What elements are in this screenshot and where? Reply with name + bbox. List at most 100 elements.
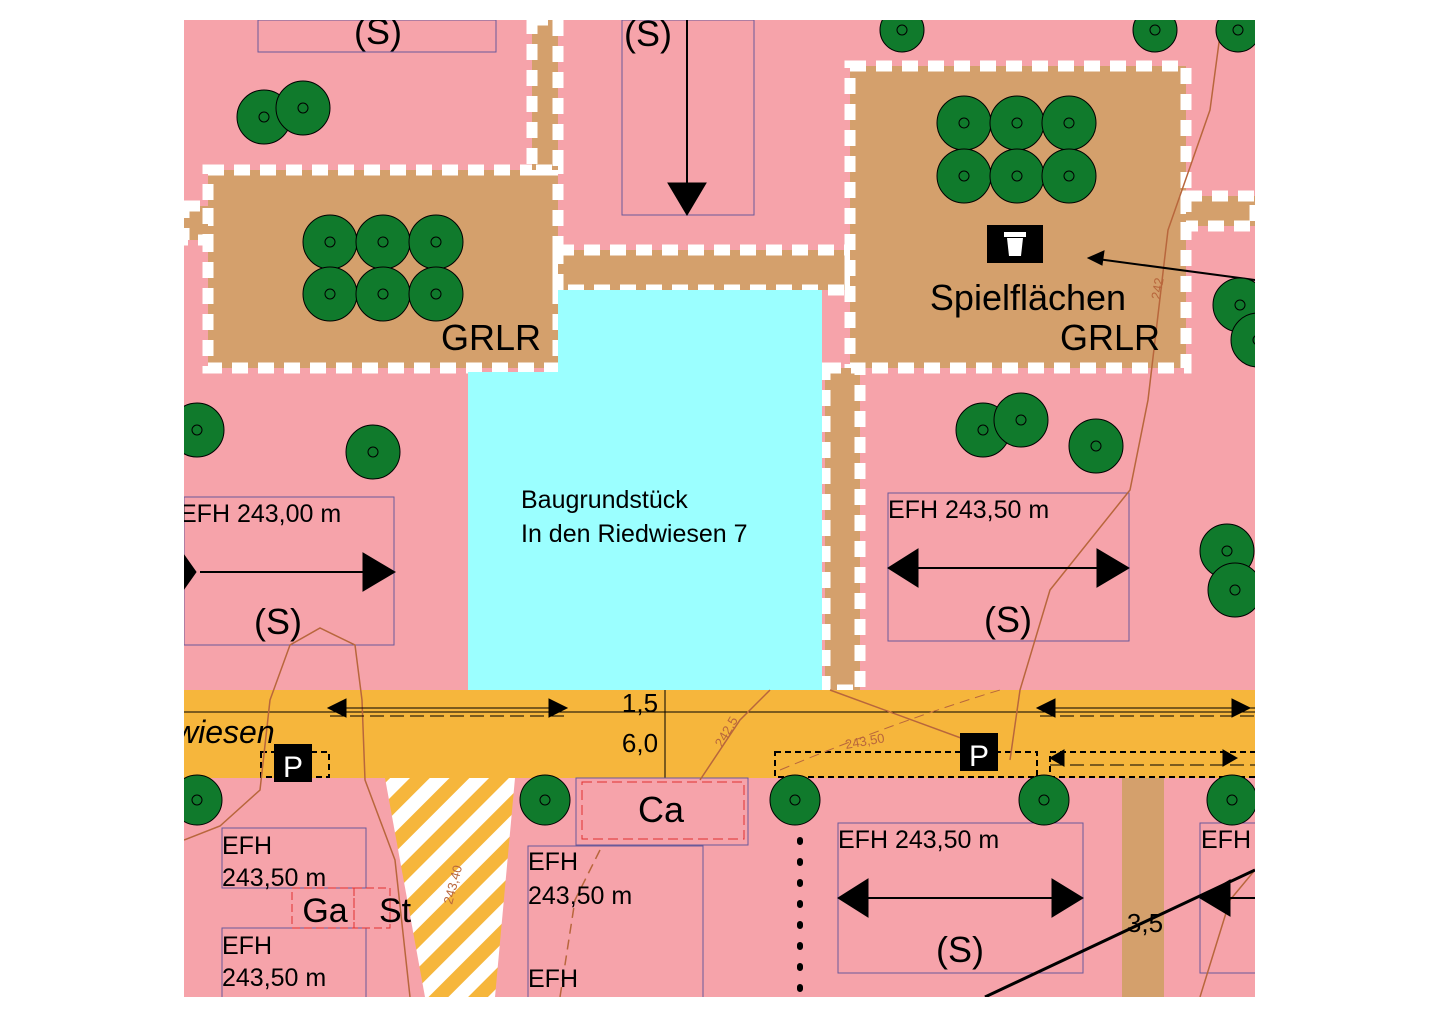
tree-trunk-mark (1229, 584, 1241, 596)
tree-trunk-mark (1232, 24, 1244, 36)
reference-line-right (984, 868, 1255, 997)
tree-icon (302, 214, 358, 270)
tree-icon (989, 95, 1045, 151)
tree-trunk-mark (1234, 299, 1246, 311)
tree-trunk-mark (958, 117, 970, 129)
single-house-label-top-mid: (S) (624, 13, 672, 54)
tree-trunk-mark (1226, 794, 1238, 806)
single-house-label-top-left: (S) (354, 11, 402, 52)
tree-icon (408, 214, 464, 270)
carport-dashed (581, 781, 745, 840)
tree-trunk-mark (324, 288, 336, 300)
tree-trunk-mark (896, 24, 908, 36)
tree-icon (769, 774, 821, 826)
tree-trunk-mark (377, 288, 389, 300)
tree-trunk-mark (1252, 335, 1255, 345)
tree-trunk-mark (1011, 170, 1023, 182)
tree-trunk-mark (539, 794, 551, 806)
tree-icon (302, 266, 358, 322)
tree-icon (1132, 20, 1178, 53)
tree-trunk-mark (324, 236, 336, 248)
stellplatz-area (353, 887, 391, 929)
tree-trunk-mark (1149, 24, 1161, 36)
tree-icon (1230, 312, 1255, 368)
green-strip-west (184, 200, 214, 246)
carport-area (575, 777, 749, 846)
tree-icon (355, 266, 411, 322)
tree-trunk-mark (977, 424, 989, 436)
garage-label: Ga (302, 892, 347, 930)
tree-trunk-mark (1063, 170, 1075, 182)
building-plot (468, 290, 822, 690)
playground-label: Spielflächen (930, 277, 1126, 318)
floor-height-left: EFH 243,00 m (180, 500, 341, 528)
tree-icon (519, 774, 571, 826)
contour-label: 243,50 (844, 730, 886, 752)
floor-height-bm2: EFH (528, 965, 578, 993)
footpath-width-label: 3,5 (1127, 908, 1163, 938)
tree-icon (936, 148, 992, 204)
parking-sign-left: P (274, 744, 312, 784)
tree-trunk-mark (377, 236, 389, 248)
tree-icon (345, 424, 401, 480)
tree-trunk-mark (191, 794, 203, 806)
street-dimension-lower: 6,0 (622, 728, 658, 758)
tree-icon (989, 148, 1045, 204)
tree-trunk-mark (1221, 545, 1233, 557)
tree-trunk-mark (1090, 440, 1102, 452)
floor-height-far-right: EFH (1201, 826, 1251, 854)
grlr-label-right: GRLR (1060, 317, 1160, 358)
plot-title: Baugrundstück (521, 486, 688, 514)
trees-layer (184, 20, 1255, 826)
single-house-label-left: (S) (254, 601, 302, 642)
green-strip-south (819, 362, 866, 696)
stellplatz-label: St (379, 892, 412, 930)
green-strip-east (1180, 190, 1255, 232)
tree-icon (1041, 95, 1097, 151)
floor-height-br: EFH 243,50 m (838, 826, 999, 854)
parking-area-far-right (1049, 751, 1255, 778)
tree-trunk-mark (191, 424, 203, 436)
tree-trunk-mark (297, 102, 309, 114)
tree-trunk-mark (430, 288, 442, 300)
waste-bin-icon (987, 225, 1043, 263)
tree-icon (1068, 418, 1124, 474)
hatched-footpath (385, 778, 515, 997)
parking-area-right (774, 751, 1038, 778)
floor-height-bl1-b: 243,50 m (222, 864, 326, 892)
floor-height-right: EFH 243,50 m (888, 496, 1049, 524)
tree-icon (184, 774, 223, 826)
single-house-label-right: (S) (984, 599, 1032, 640)
tree-trunk-mark (1011, 117, 1023, 129)
tree-trunk-mark (958, 170, 970, 182)
footpath-east (1122, 778, 1164, 997)
tree-icon (1206, 774, 1255, 826)
tree-trunk-mark (1038, 794, 1050, 806)
carport-label: Ca (638, 789, 685, 830)
single-house-label-bottom: (S) (936, 929, 984, 970)
street-dimension-arrows (326, 698, 1255, 767)
tree-trunk-mark (1063, 117, 1075, 129)
tree-icon (184, 402, 225, 458)
tree-trunk-mark (430, 236, 442, 248)
plot-address: In den Riedwiesen 7 (521, 520, 748, 548)
tree-icon (408, 266, 464, 322)
green-area-right (844, 60, 1192, 374)
tree-trunk-mark (789, 794, 801, 806)
parking-sign-icon: P (283, 751, 303, 784)
floor-height-bm-a: EFH (528, 848, 578, 876)
floor-height-bl2-a: EFH (222, 932, 272, 960)
garage-area (291, 887, 355, 929)
floor-height-bl1-a: EFH (222, 832, 272, 860)
tree-icon (936, 95, 992, 151)
parking-sign-right: P (960, 733, 998, 773)
tree-icon (879, 20, 925, 53)
street-name: wiesen (175, 714, 275, 750)
tree-icon (1018, 774, 1070, 826)
grlr-label-left: GRLR (441, 317, 541, 358)
contour-label: 242 (1148, 277, 1167, 301)
street-dimension-upper: 1,5 (622, 688, 658, 718)
tree-icon (355, 214, 411, 270)
floor-height-bl2-b: 243,50 m (222, 964, 326, 992)
green-strip-vertical (526, 20, 564, 176)
